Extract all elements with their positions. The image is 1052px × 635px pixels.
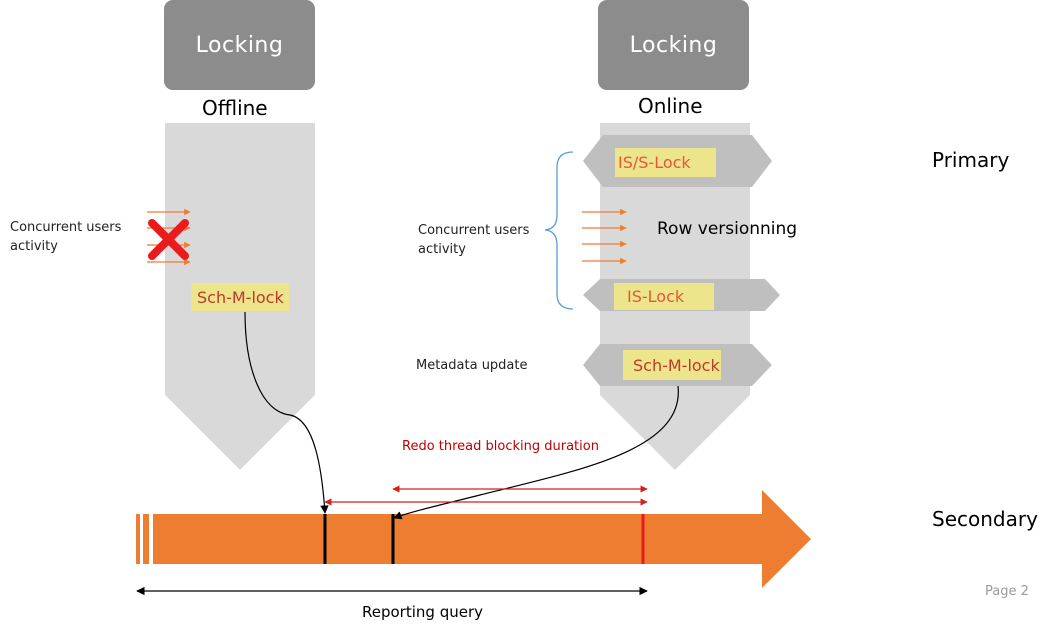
- row-versioning-label: Row versionning: [657, 219, 798, 239]
- online-is-lock-chip: IS-Lock: [614, 283, 714, 310]
- offline-mode-label: Offline: [202, 96, 268, 120]
- offline-sch-m-lock-chip: Sch-M-lock: [191, 283, 289, 311]
- timeline-stub-1: [136, 514, 140, 564]
- metadata-update-label: Metadata update: [416, 358, 528, 373]
- secondary-label: Secondary: [932, 507, 1038, 531]
- online-activity-brace: [544, 151, 574, 310]
- primary-label: Primary: [932, 148, 1010, 172]
- secondary-timeline-arrow: [153, 490, 811, 588]
- redo-blocking-label: Redo thread blocking duration: [402, 439, 599, 454]
- offline-lock-connector: [244, 311, 329, 514]
- online-sch-m-lock-chip: Sch-M-lock: [623, 350, 721, 380]
- timeline-stub-2: [143, 514, 149, 564]
- online-is-s-lock-chip: IS/S-Lock: [615, 148, 716, 177]
- page-number: Page 2: [985, 584, 1029, 599]
- blocked-x-icon: [148, 219, 189, 260]
- online-activity-arrows: [582, 208, 627, 265]
- reporting-query-label: Reporting query: [362, 603, 483, 621]
- offline-activity-label: Concurrent users activity: [10, 220, 122, 254]
- offline-locking-header: Locking: [164, 0, 315, 90]
- online-mode-label: Online: [638, 94, 703, 118]
- online-lock-connector: [393, 385, 679, 520]
- online-locking-header: Locking: [598, 0, 749, 90]
- online-activity-label: Concurrent users activity: [418, 223, 530, 257]
